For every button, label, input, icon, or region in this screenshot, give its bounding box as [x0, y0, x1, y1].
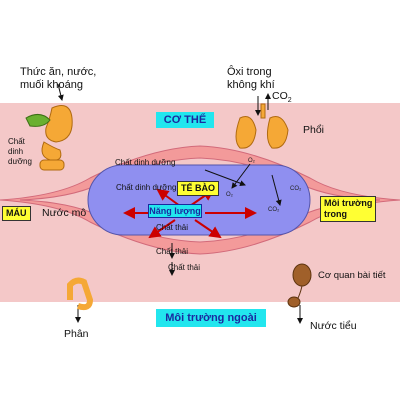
liver-organ — [25, 114, 51, 127]
co2-small-label: CO₂ — [290, 186, 302, 192]
digestive-organ — [39, 105, 73, 171]
energy-label: Năng lượng — [148, 204, 202, 218]
nutrients-cell-label: Chất dinh dưỡng — [116, 183, 177, 192]
flow-arrows — [57, 83, 303, 324]
tissue-fluid-label: Nước mô — [42, 207, 87, 219]
waste-vessel-label-1: Chất thải — [156, 247, 189, 256]
nutrients-vessel-label: Chất dinh dưỡng — [115, 158, 176, 167]
o2-small-label: O₂ — [248, 158, 255, 164]
excretory-label: Cơ quan bài tiết — [318, 270, 386, 281]
urine-label: Nước tiểu — [310, 320, 357, 332]
kidney-organ — [287, 263, 312, 308]
waste-vessel-label-2: Chất thải — [168, 263, 201, 272]
oxygen-air-label: Ôxi trong không khí — [227, 66, 275, 91]
co2-top-label: CO2 — [272, 90, 292, 105]
co2-cell-label: CO₂ — [268, 207, 280, 213]
o2-cell-label: O₂ — [226, 192, 233, 198]
food-intake-label: Thức ăn, nước, muối khoáng — [20, 66, 97, 91]
feces-label: Phân — [64, 328, 89, 340]
external-env-title: Môi trường ngoài — [156, 309, 266, 327]
body-title: CƠ THỂ — [156, 112, 214, 128]
internal-env-label: Môi trường trong — [320, 196, 377, 222]
lungs-label: Phổi — [303, 124, 325, 136]
lungs-organ — [235, 103, 289, 149]
cell-label: TẾ BÀO — [177, 181, 220, 196]
waste-cell-label: Chất thải — [156, 223, 189, 232]
nutrients-side-label: Chất dinh dưỡng — [8, 137, 32, 166]
intestine-organ — [67, 277, 94, 311]
blood-label: MÁU — [2, 206, 31, 221]
